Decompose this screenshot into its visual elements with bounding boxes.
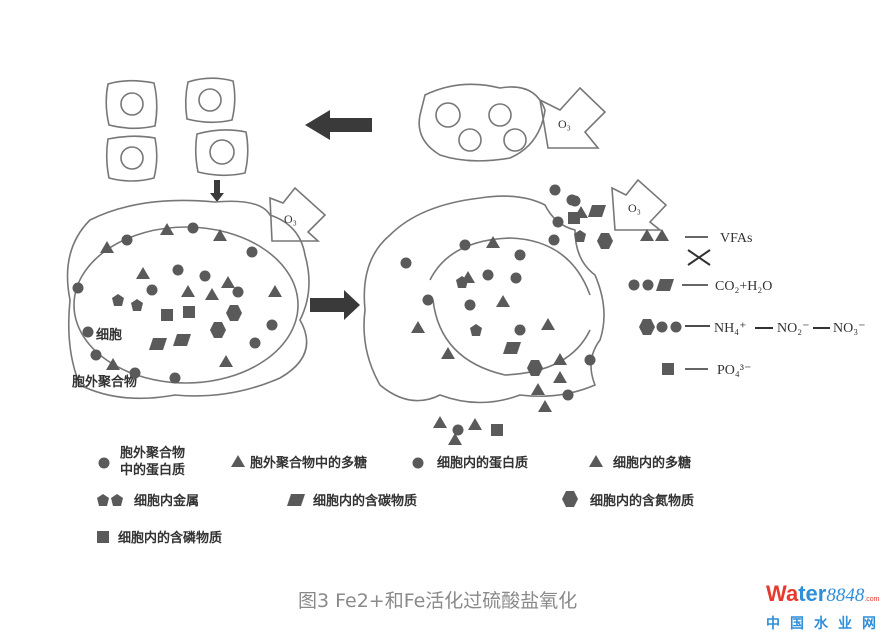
dispersed-cells xyxy=(105,77,249,182)
svg-text:细胞内的含氮物质: 细胞内的含氮物质 xyxy=(590,493,694,509)
ozone-arrow-top: O₃ xyxy=(538,86,607,149)
svg-text:胞外聚合物: 胞外聚合物 xyxy=(119,445,185,461)
floc xyxy=(418,83,546,162)
svg-text:NH₄⁺: NH₄⁺ xyxy=(714,321,747,336)
svg-text:中的蛋白质: 中的蛋白质 xyxy=(120,462,185,478)
svg-text:CO₂+H₂O: CO₂+H₂O xyxy=(715,279,772,294)
products: VFAs CO₂+H₂O NH₄⁺ NO₂⁻ NO₃⁻ PO₄³⁻ xyxy=(628,229,866,378)
legend-item: 细胞内金属 xyxy=(97,493,199,509)
svg-text:NO₃⁻: NO₃⁻ xyxy=(833,321,866,336)
svg-text:O₃: O₃ xyxy=(628,201,641,215)
svg-text:细胞内的多糖: 细胞内的多糖 xyxy=(613,455,691,471)
svg-text:O₃: O₃ xyxy=(284,212,297,226)
legend-item: 细胞内的蛋白质 xyxy=(412,455,528,471)
legend-item: 胞外聚合物 中的蛋白质 xyxy=(98,445,185,478)
legend-item: 细胞内的含氮物质 xyxy=(562,491,694,509)
legend-item: 细胞内的含碳物质 xyxy=(287,493,417,509)
ozone-arrow-left-cell: O₃ xyxy=(269,186,327,242)
svg-text:细胞内金属: 细胞内金属 xyxy=(134,493,199,509)
svg-text:细胞内的蛋白质: 细胞内的蛋白质 xyxy=(437,455,528,471)
legend-item: 胞外聚合物中的多糖 xyxy=(231,455,367,471)
svg-text:VFAs: VFAs xyxy=(720,231,752,246)
intact-cell: 细胞 胞外聚合物 xyxy=(66,199,310,400)
left-arrow xyxy=(305,110,372,140)
legend: 胞外聚合物 中的蛋白质 胞外聚合物中的多糖 细胞内的蛋白质 细胞内的多糖 细胞内… xyxy=(97,445,694,546)
blocked-x-icon xyxy=(687,249,711,266)
right-arrow xyxy=(310,290,360,320)
svg-text:胞外聚合物中的多糖: 胞外聚合物中的多糖 xyxy=(249,455,367,471)
svg-text:细胞内的含碳物质: 细胞内的含碳物质 xyxy=(313,493,417,509)
legend-item: 细胞内的含磷物质 xyxy=(97,530,222,546)
svg-text:胞外聚合物: 胞外聚合物 xyxy=(71,374,137,390)
lysed-cell xyxy=(363,184,613,445)
figure-caption: 图3 Fe2+和Fe活化过硫酸盐氧化 xyxy=(298,590,578,612)
down-arrow xyxy=(210,180,224,202)
legend-item: 细胞内的多糖 xyxy=(589,455,691,471)
svg-text:O₃: O₃ xyxy=(558,117,571,131)
ozone-arrow-right-cell: O₃ xyxy=(611,178,668,231)
svg-text:细胞: 细胞 xyxy=(96,327,122,343)
watermark-logo: Water8848.com 中国水业网 xyxy=(766,581,886,633)
svg-text:NO₂⁻: NO₂⁻ xyxy=(777,321,810,336)
svg-text:细胞内的含磷物质: 细胞内的含磷物质 xyxy=(118,530,222,546)
svg-text:PO₄³⁻: PO₄³⁻ xyxy=(717,363,751,378)
